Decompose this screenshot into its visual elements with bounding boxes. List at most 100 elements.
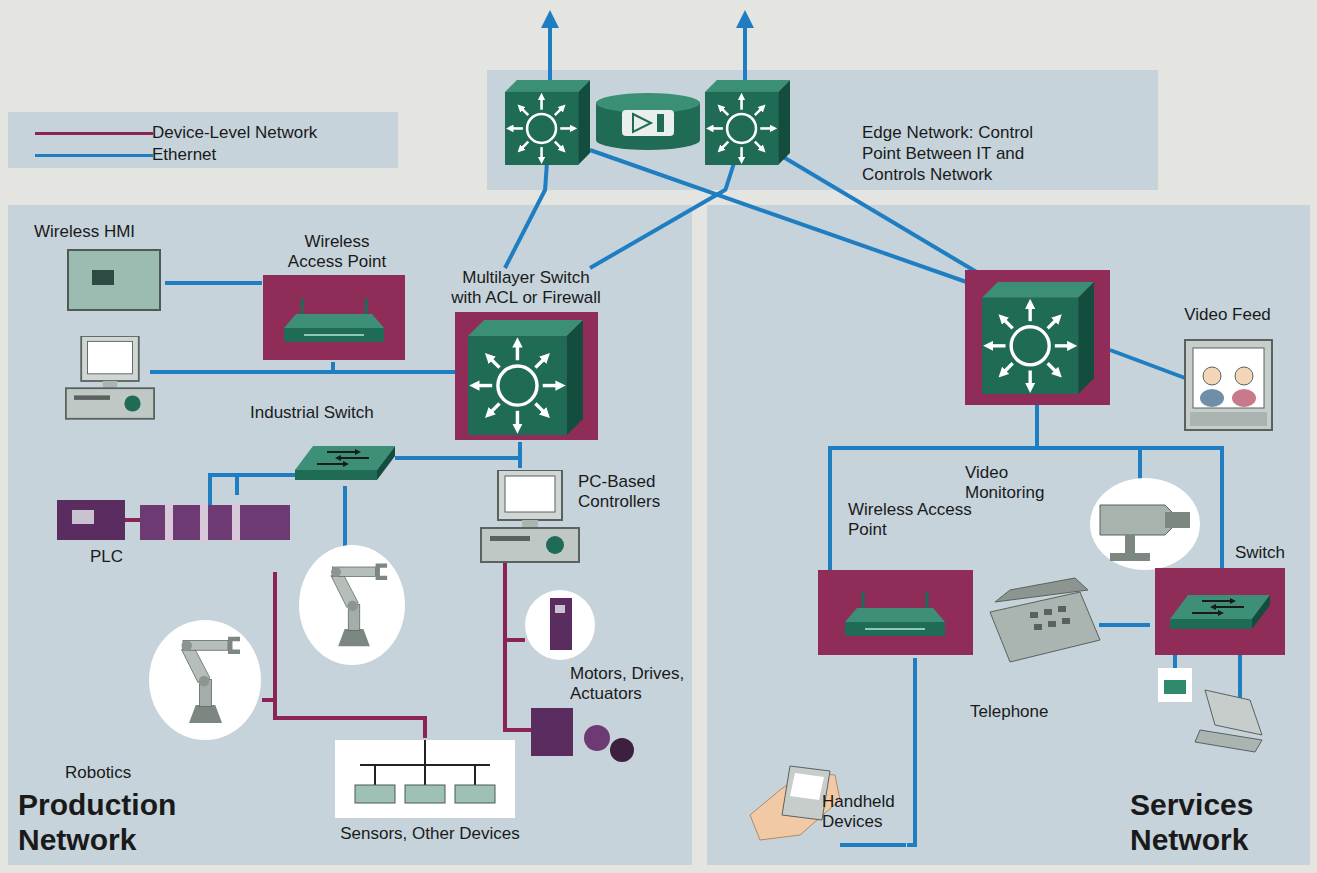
node-label: Telephone xyxy=(970,702,1100,722)
device-node: Industrial Switch xyxy=(250,398,410,493)
legend-box: Device-Level NetworkEthernet xyxy=(8,112,398,168)
video-feed-icon xyxy=(1190,412,1267,426)
ethernet-wire xyxy=(840,843,906,847)
network-link xyxy=(505,190,545,268)
plc-icon xyxy=(57,500,290,542)
ethernet-wire xyxy=(1099,623,1106,627)
telephone-icon xyxy=(1030,612,1038,618)
device-node: Wireless HMI xyxy=(30,222,165,317)
node-label: Sensors, Other Devices xyxy=(295,824,565,844)
network-link xyxy=(275,572,425,738)
node-label: Industrial Switch xyxy=(250,403,408,423)
network-link xyxy=(505,585,525,640)
sensor-group xyxy=(360,740,490,785)
robot-icon xyxy=(149,545,405,740)
video-feed-icon xyxy=(1235,367,1253,385)
firewall-appliance xyxy=(596,93,700,113)
switch-icon xyxy=(505,80,790,165)
device-node: Sensors, Other Devices xyxy=(295,738,567,848)
video-feed-icon xyxy=(1232,389,1256,407)
motor-drive-icon xyxy=(550,598,572,650)
handheld-icon xyxy=(750,766,840,840)
access-point-icon xyxy=(845,592,945,636)
device-node: Video Feed xyxy=(1165,305,1292,435)
ethernet-wire xyxy=(780,155,990,280)
telephone-icon xyxy=(1062,618,1070,624)
video-feed-icon xyxy=(1200,389,1224,407)
ethernet-wire xyxy=(1138,448,1142,482)
network-region: Services NetworkVideo FeedVideo Monitori… xyxy=(707,205,1310,865)
camera-icon xyxy=(1125,535,1135,553)
device-level-wire xyxy=(503,560,507,586)
telephone-icon xyxy=(1048,621,1056,627)
plc-icon xyxy=(232,503,240,542)
workstation-icon xyxy=(66,336,154,419)
motor-drive-icon xyxy=(584,725,610,751)
legend-text: Device-Level Network xyxy=(152,122,542,144)
sensor-group xyxy=(405,785,445,803)
network-link xyxy=(1105,623,1150,627)
device-node: Telephone xyxy=(965,582,1105,727)
handheld-icon xyxy=(782,766,830,820)
network-link xyxy=(165,281,262,285)
access-point-icon xyxy=(284,298,384,342)
camera-icon xyxy=(1090,478,1200,570)
handheld-icon xyxy=(790,773,824,800)
device-node: Wireless Access Point xyxy=(262,232,412,362)
node-label: Wireless Access Point xyxy=(848,500,988,540)
wireless-hmi-icon xyxy=(68,250,160,310)
legend-text: Ethernet xyxy=(152,144,542,166)
ethernet-wire xyxy=(590,150,975,285)
ethernet-wire xyxy=(1110,350,1185,378)
video-feed-icon xyxy=(1193,348,1264,408)
legend-swatch xyxy=(35,154,153,157)
camera-icon xyxy=(1090,478,1200,570)
device-node: Wireless Access Point xyxy=(818,500,1018,658)
ethernet-wire xyxy=(1220,448,1224,569)
device-node: Video Monitoring xyxy=(960,460,1205,575)
motor-drive-icon xyxy=(531,708,573,756)
multilayer-switch-icon xyxy=(468,320,583,435)
switch-icon xyxy=(1155,568,1285,655)
switch-icon xyxy=(1164,680,1186,694)
firewall-appliance xyxy=(622,110,674,136)
node-label: Wireless HMI xyxy=(34,222,162,242)
uplink-arrows xyxy=(548,24,552,82)
video-feed-icon xyxy=(1203,367,1221,385)
device-level-wire xyxy=(505,640,531,730)
switch-icon xyxy=(705,80,790,165)
edge-network-band: Edge Network: Control Point Between IT a… xyxy=(487,70,1158,190)
pc-controller-icon xyxy=(481,470,579,562)
uplink-arrows xyxy=(550,24,745,82)
motor-drive-icon xyxy=(525,590,595,660)
access-point-icon xyxy=(263,275,405,360)
telephone-icon xyxy=(990,578,1100,662)
switch-icon xyxy=(1158,668,1192,702)
services-switch-icon xyxy=(965,270,1110,405)
firewall-appliance xyxy=(596,93,700,150)
legend-swatch xyxy=(35,132,153,135)
device-node: Switch xyxy=(1150,540,1290,658)
access-point-icon xyxy=(263,275,405,360)
network-link xyxy=(333,362,440,372)
ethernet-wire xyxy=(828,446,1224,450)
node-label: Switch xyxy=(1150,543,1285,563)
sensor-group xyxy=(355,785,395,803)
node-label: Video Monitoring xyxy=(965,463,1055,503)
plc-icon xyxy=(57,500,125,540)
telephone-icon xyxy=(1034,624,1042,630)
telephone-icon xyxy=(995,578,1088,602)
network-link xyxy=(518,442,522,468)
robot-icon xyxy=(331,563,387,646)
node-label: Multilayer Switch with ACL or Firewall xyxy=(447,268,605,308)
switch-icon xyxy=(505,80,590,165)
camera-icon xyxy=(1100,505,1180,535)
plc-icon xyxy=(72,510,94,524)
motor-drive-icon xyxy=(555,605,565,613)
device-node: Handheld Devices xyxy=(745,760,907,855)
device-node: PLC xyxy=(55,495,295,572)
robot-icon xyxy=(182,637,241,723)
device-node: Multilayer Switch with ACL or Firewall xyxy=(440,268,613,442)
